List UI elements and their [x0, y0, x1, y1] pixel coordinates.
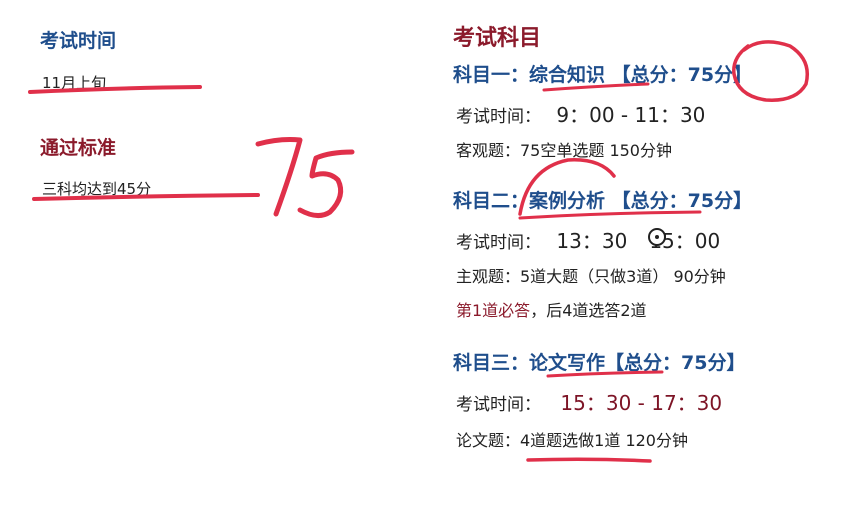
- mouse-cursor-icon: [648, 228, 666, 246]
- subject-1-prefix: 科目一：: [453, 64, 530, 86]
- handwritten-75-mark: [255, 137, 355, 218]
- pass-standard-heading: 通过标准: [40, 137, 117, 159]
- subject-2-time-value-start: 13：30: [556, 229, 628, 253]
- subject-2-title: 科目二：案例分析 【总分：75分】: [453, 186, 752, 213]
- subject-2-note: 第1道必答，后4道选答2道: [456, 297, 647, 321]
- subject-3-time-label: 考试时间：: [456, 395, 541, 415]
- subject-2-prefix: 科目二：: [453, 190, 530, 212]
- subject-1-name: 综合知识: [529, 64, 606, 86]
- subject-3-prefix: 科目三：: [453, 352, 530, 374]
- subject-3-title: 科目三：论文写作【总分：75分】: [453, 348, 745, 375]
- subject-2-note-required: 第1道必答: [456, 301, 531, 320]
- subject-1-title: 科目一：综合知识 【总分：75分】: [453, 60, 752, 87]
- subject-1-time-value: 9：00 - 11：30: [556, 103, 706, 127]
- subject-1-time-label: 考试时间：: [456, 107, 541, 127]
- subject-3-score: 【总分：75分】: [605, 352, 746, 374]
- subject-3-detail: 论文题：4道题选做1道 120分钟: [456, 431, 688, 450]
- subject-2-note-rest: ，后4道选答2道: [530, 301, 647, 320]
- subject-2-detail: 主观题：5道大题（只做3道） 90分钟: [456, 267, 726, 286]
- subject-2-score: 【总分：75分】: [611, 190, 753, 212]
- exam-subjects-heading: 考试科目: [453, 26, 542, 51]
- subject-3-name: 论文写作: [529, 352, 606, 374]
- subject-1-time: 考试时间： 9：00 - 11：30: [456, 99, 705, 128]
- subject-1-detail: 客观题：75空单选题 150分钟: [456, 141, 672, 160]
- subject-3-time-value: 15：30 - 17：30: [560, 391, 723, 415]
- exam-time-value: 11月上旬: [42, 74, 107, 92]
- underline-subject-3-detail: [526, 457, 652, 463]
- exam-time-heading: 考试时间: [40, 30, 117, 52]
- pass-standard-value: 三科均达到45分: [42, 180, 152, 198]
- subject-1-score: 【总分：75分】: [611, 64, 753, 86]
- subject-2-name: 案例分析: [529, 190, 606, 212]
- subject-2-time-label: 考试时间：: [456, 233, 541, 253]
- subject-3-time: 考试时间： 15：30 - 17：30: [456, 387, 722, 416]
